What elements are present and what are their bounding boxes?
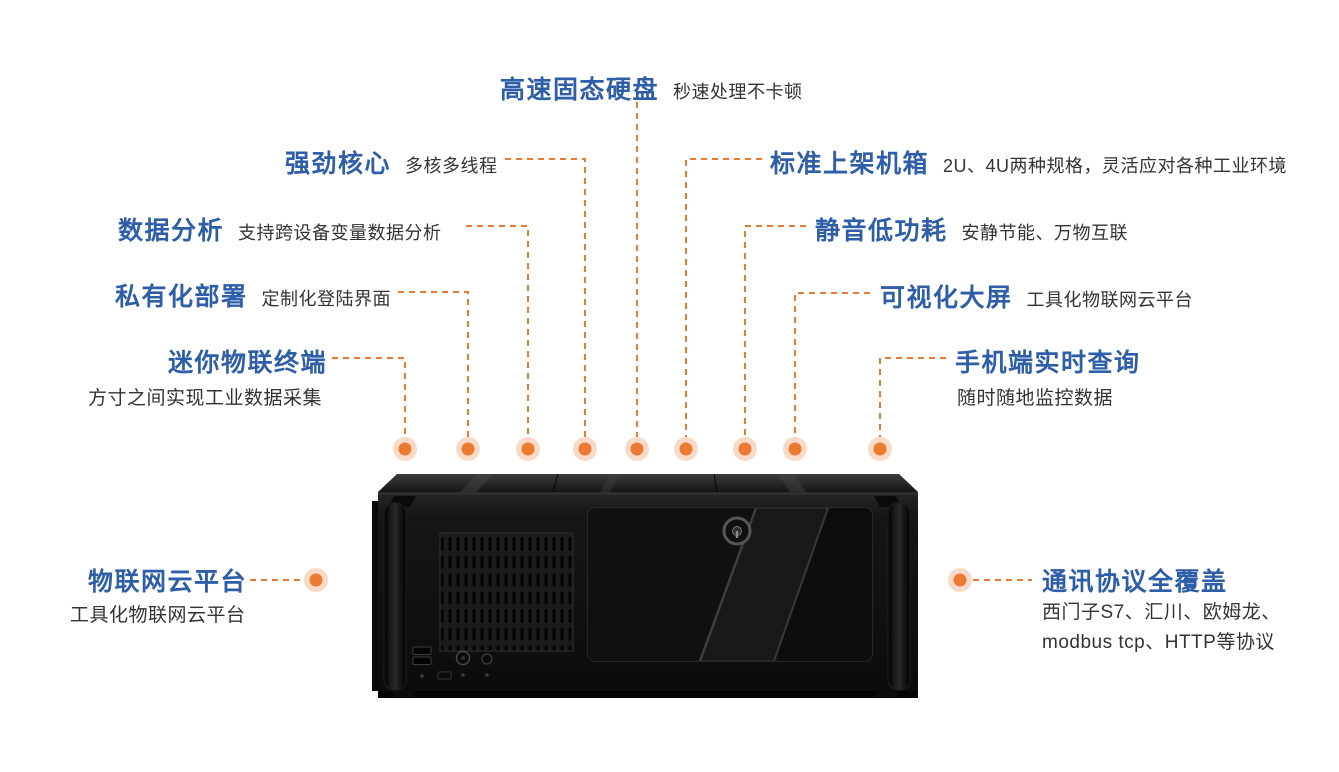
feature-big-screen-desc: 工具化物联网云平台	[1026, 290, 1194, 310]
feature-protocol-desc-line1: 西门子S7、汇川、欧姆龙、	[1042, 602, 1281, 623]
connector-dot-rack-chassis	[674, 437, 698, 461]
callout-line-mini-terminal	[332, 357, 406, 437]
feature-mini-terminal-desc: 方寸之间实现工业数据采集	[88, 388, 323, 409]
feature-big-screen-title: 可视化大屏	[880, 284, 1013, 312]
usb-port-icon	[412, 646, 432, 655]
connector-dot-big-screen	[783, 437, 807, 461]
chassis-illustration	[372, 473, 918, 698]
feature-protocol-desc: 西门子S7、汇川、欧姆龙、 modbus tcp、HTTP等协议	[1042, 598, 1281, 658]
feature-private-deploy-desc: 定制化登陆界面	[261, 289, 392, 309]
feature-rack-chassis-desc: 2U、4U两种规格，灵活应对各种工业环境	[943, 156, 1288, 176]
feature-core-title: 强劲核心	[285, 150, 392, 178]
connector-dot-mini-terminal	[393, 437, 417, 461]
connector-dot-analysis	[516, 437, 540, 461]
feature-silent-desc: 安静节能、万物互联	[961, 223, 1129, 243]
vent-grille	[439, 532, 574, 652]
chassis-top	[378, 473, 918, 493]
feature-private-deploy: 私有化部署 定制化登陆界面	[115, 277, 391, 313]
left-handle	[383, 496, 416, 697]
usb-port-icon	[412, 656, 432, 665]
connector-dot-silent	[733, 437, 757, 461]
feature-protocol-title: 通讯协议全覆盖	[1042, 568, 1228, 596]
feature-ssd: 高速固态硬盘 秒速处理不卡顿	[500, 70, 803, 106]
feature-mobile-query-desc: 随时随地监控数据	[957, 388, 1114, 409]
connector-dot-mobile-query	[868, 437, 892, 461]
callout-line-mobile-query	[879, 357, 946, 437]
led-indicator-icon	[437, 671, 452, 680]
front-ports	[412, 646, 493, 680]
feature-rack-chassis: 标准上架机箱 2U、4U两种规格，灵活应对各种工业环境	[770, 144, 1287, 180]
feature-iot-cloud-title: 物联网云平台	[88, 568, 248, 596]
reset-button-icon	[481, 653, 493, 665]
connector-dot-private-deploy	[456, 437, 480, 461]
callout-line-rack-chassis	[685, 158, 762, 437]
connector-dot-protocol	[948, 568, 972, 592]
feature-ssd-desc: 秒速处理不卡顿	[673, 82, 803, 102]
feature-analysis: 数据分析 支持跨设备变量数据分析	[118, 211, 442, 247]
front-door-panel	[587, 507, 873, 662]
callout-line-analysis	[466, 225, 529, 437]
right-handle	[874, 496, 911, 697]
feature-big-screen: 可视化大屏 工具化物联网云平台	[880, 278, 1193, 314]
feature-ssd-title: 高速固态硬盘	[500, 76, 660, 104]
connector-dot-core	[573, 437, 597, 461]
connector-dot-iot-cloud	[304, 568, 328, 592]
feature-silent: 静音低功耗 安静节能、万物互联	[815, 211, 1128, 247]
feature-mobile-query-title: 手机端实时查询	[955, 349, 1141, 377]
feature-silent-title: 静音低功耗	[815, 217, 948, 245]
feature-rack-chassis-title: 标准上架机箱	[770, 150, 930, 178]
feature-private-deploy-title: 私有化部署	[115, 283, 248, 311]
feature-analysis-title: 数据分析	[118, 217, 225, 245]
feature-analysis-desc: 支持跨设备变量数据分析	[238, 223, 442, 243]
connector-dot-ssd	[625, 437, 649, 461]
callout-line-big-screen	[794, 292, 870, 437]
feature-core: 强劲核心 多核多线程	[285, 144, 498, 180]
callout-line-core	[505, 158, 586, 437]
feature-iot-cloud-desc: 工具化物联网云平台	[70, 605, 246, 626]
callout-line-private-deploy	[398, 291, 469, 437]
feature-protocol-desc-line2: modbus tcp、HTTP等协议	[1042, 632, 1275, 653]
feature-core-desc: 多核多线程	[405, 156, 498, 176]
callout-line-silent	[744, 225, 806, 437]
feature-mini-terminal-title: 迷你物联终端	[168, 349, 328, 377]
keylock-icon	[722, 516, 752, 546]
